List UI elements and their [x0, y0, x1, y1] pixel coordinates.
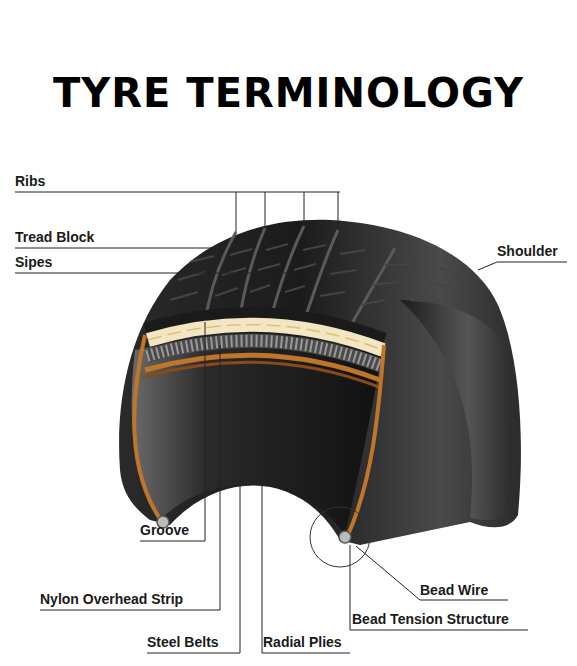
part-label: Sipes: [15, 254, 52, 271]
inner-cavity: [132, 339, 382, 535]
tyre-body: [119, 220, 521, 545]
leader-lines: [15, 192, 567, 653]
bead-highlight-circle: [310, 507, 370, 567]
left-sidewall-ply: [134, 335, 162, 522]
part-label: Nylon Overhead Strip: [40, 591, 183, 608]
diagram-title: TYRE TERMINOLOGY: [53, 70, 524, 116]
part-label: Groove: [140, 522, 189, 539]
part-label: Bead Tension Structure: [352, 611, 509, 628]
part-label: Bead Wire: [420, 582, 488, 599]
part-label: Radial Plies: [263, 634, 342, 651]
sidewall-shade: [400, 300, 513, 520]
bead-wire-right: [339, 531, 351, 543]
sipes: [170, 244, 470, 305]
part-label: Steel Belts: [147, 634, 219, 651]
part-label: Ribs: [15, 173, 45, 190]
part-label: Tread Block: [15, 229, 94, 246]
right-sidewall-ply: [348, 345, 384, 535]
part-label: Shoulder: [497, 243, 558, 260]
inner-liner: [143, 362, 379, 387]
